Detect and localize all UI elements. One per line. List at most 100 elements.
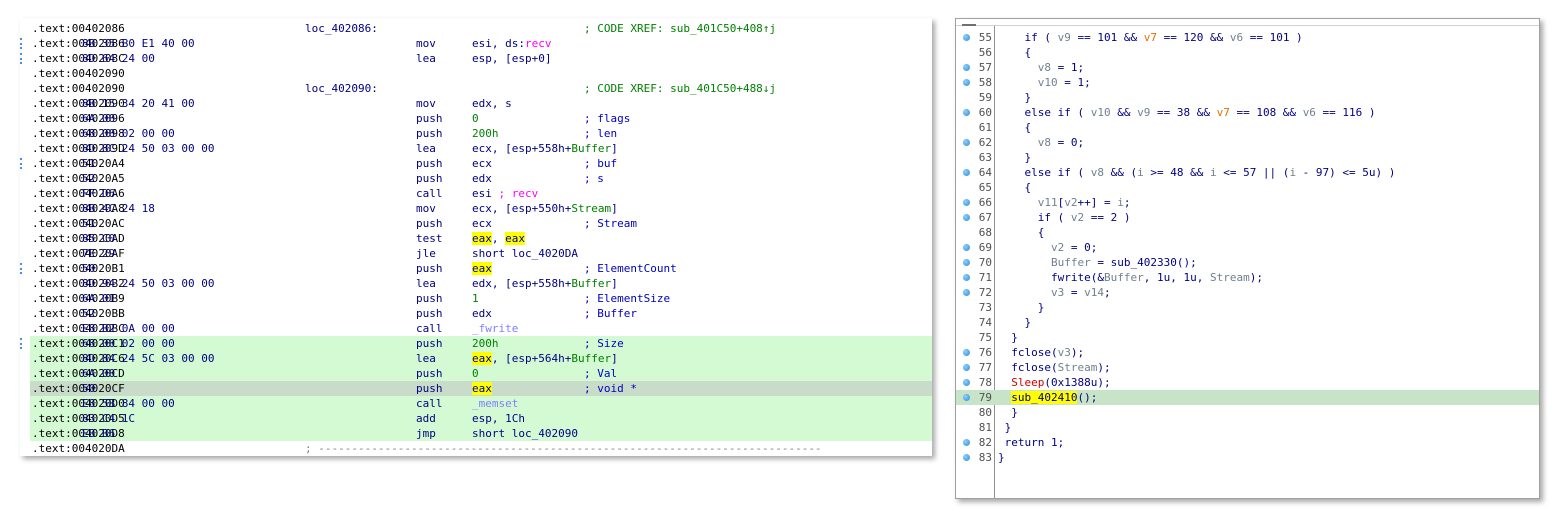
pseudocode-line[interactable]: 60 else if ( v10 && v9 == 38 && v7 == 10… — [956, 105, 1539, 120]
asm-mnemonic[interactable]: push — [416, 262, 443, 275]
asm-mnemonic[interactable]: jle — [416, 247, 436, 260]
pseudocode-line[interactable]: 67 if ( v2 == 2 ) — [956, 210, 1539, 225]
asm-address[interactable]: .text:004020B1 — [32, 262, 125, 275]
asm-address[interactable]: .text:004020AC — [32, 217, 125, 230]
asm-mnemonic[interactable]: push — [416, 127, 443, 140]
pseudocode-text[interactable]: v10 = 1; — [1037, 76, 1091, 89]
asm-mnemonic[interactable]: push — [416, 112, 443, 125]
asm-operands[interactable]: eax, eaxeax, eax — [472, 232, 525, 245]
breakpoint-dot-icon[interactable] — [963, 454, 970, 461]
pseudocode-text[interactable]: } — [998, 421, 1012, 434]
pseudocode-line[interactable]: 65 { — [956, 180, 1539, 195]
pseudocode-text[interactable]: sub_402410(); — [1011, 391, 1098, 404]
asm-address[interactable]: .text:0040208C — [32, 52, 125, 65]
pseudocode-text[interactable]: else if ( v10 && v9 == 38 && v7 == 108 &… — [998, 106, 1376, 119]
asm-mnemonic[interactable]: push — [416, 172, 443, 185]
pseudocode-text[interactable]: } — [998, 301, 1045, 314]
asm-operands[interactable]: esp, 1Chesp, 1Ch — [472, 412, 525, 425]
asm-address[interactable]: .text:004020CF — [32, 382, 125, 395]
asm-row[interactable]: .text:00402090 — [30, 66, 932, 81]
pseudocode-text[interactable]: fclose(v3); — [998, 346, 1085, 359]
asm-operands[interactable]: edxedx — [472, 307, 492, 320]
pseudocode-text[interactable]: { — [998, 121, 1032, 134]
pseudocode-line[interactable]: 57 v8 = 1; — [956, 60, 1539, 75]
pseudocode-text[interactable]: } — [998, 331, 1018, 344]
asm-address[interactable]: .text:00402086 — [32, 37, 125, 50]
asm-operands[interactable]: short loc_4020DAshort loc_4020DA — [472, 247, 578, 260]
asm-mnemonic[interactable]: push — [416, 307, 443, 320]
asm-operands[interactable]: edx, sedx, s — [472, 97, 512, 110]
asm-address[interactable]: .text:004020C6 — [32, 352, 125, 365]
asm-address[interactable]: .text:00402090 — [32, 82, 125, 95]
asm-address[interactable]: .text:004020CD — [32, 367, 125, 380]
asm-mnemonic[interactable]: push — [416, 157, 443, 170]
pseudocode-line[interactable]: 66 v11[v2++] = i; — [956, 195, 1539, 210]
pseudocode-text[interactable]: { — [998, 46, 1032, 59]
asm-mnemonic[interactable]: call — [416, 397, 443, 410]
asm-operands[interactable]: 1 — [472, 291, 479, 306]
asm-mnemonic[interactable]: mov — [416, 202, 436, 215]
asm-row[interactable]: .text:004020A552pushedxedx; s — [30, 171, 932, 186]
asm-address[interactable]: .text:004020A4 — [32, 157, 125, 170]
asm-address[interactable]: .text:004020B9 — [32, 292, 125, 305]
breakpoint-dot-icon[interactable] — [963, 379, 970, 386]
pseudocode-line[interactable]: 80 } — [956, 405, 1539, 420]
asm-operands[interactable]: ecx, [esp+550h+Stream]ecx, [esp+550h+Str… — [472, 202, 618, 215]
breakpoint-dot-icon[interactable] — [963, 109, 970, 116]
asm-address[interactable]: .text:004020AF — [32, 247, 125, 260]
pseudocode-line[interactable]: 79 sub_402410(); — [956, 390, 1539, 405]
asm-operands[interactable]: ecxecx — [472, 157, 492, 170]
pseudocode-text[interactable]: } — [998, 91, 1032, 104]
asm-label[interactable]: loc_402090: — [305, 82, 378, 95]
breakpoint-dot-icon[interactable] — [963, 139, 970, 146]
asm-operands[interactable]: ecx, [esp+558h+Buffer]ecx, [esp+558h+Buf… — [472, 142, 618, 155]
pseudocode-line[interactable]: 72 v3 = v14; — [956, 285, 1539, 300]
breakpoint-dot-icon[interactable] — [963, 349, 970, 356]
breakpoint-dot-icon[interactable] — [963, 259, 970, 266]
asm-operands[interactable]: esi esi ; recv — [472, 187, 539, 200]
asm-address[interactable]: .text:004020BC — [32, 322, 125, 335]
asm-operands[interactable]: 200h — [472, 126, 499, 141]
asm-address[interactable]: .text:004020A5 — [32, 172, 125, 185]
breakpoint-dot-icon[interactable] — [963, 289, 970, 296]
asm-mnemonic[interactable]: push — [416, 367, 443, 380]
pseudocode-text[interactable]: } — [998, 451, 1005, 464]
asm-mnemonic[interactable]: lea — [416, 52, 436, 65]
pseudocode-line[interactable]: 78 Sleep(0x1388u); — [956, 375, 1539, 390]
pseudocode-text[interactable]: if ( v9 == 101 && v7 == 120 && v6 == 101… — [998, 31, 1303, 44]
asm-address[interactable]: .text:00402090 — [32, 97, 125, 110]
pseudocode-text[interactable]: v2 = 0; — [1050, 241, 1098, 254]
pseudocode-text[interactable]: v11[v2++] = i; — [1037, 196, 1131, 209]
breakpoint-dot-icon[interactable] — [963, 439, 970, 446]
asm-address[interactable]: .text:004020AD — [32, 232, 125, 245]
breakpoint-dot-icon[interactable] — [963, 244, 970, 251]
pseudocode-text[interactable]: } — [998, 316, 1032, 329]
pseudocode-line[interactable]: 58 v10 = 1; — [956, 75, 1539, 90]
breakpoint-dot-icon[interactable] — [963, 169, 970, 176]
asm-address[interactable]: .text:004020C1 — [32, 337, 125, 350]
pseudocode-text[interactable]: { — [998, 181, 1032, 194]
pseudocode-line[interactable]: 76 fclose(v3); — [956, 345, 1539, 360]
pseudocode-line[interactable]: 63 } — [956, 150, 1539, 165]
pseudocode-text[interactable]: else if ( v8 && (i >= 48 && i <= 57 || (… — [998, 166, 1396, 179]
asm-label[interactable]: loc_402086: — [305, 22, 378, 35]
asm-address[interactable]: .text:00402098 — [32, 127, 125, 140]
pseudocode-line[interactable]: 68 { — [956, 225, 1539, 240]
asm-import-ref[interactable]: recv — [524, 37, 552, 50]
asm-mnemonic[interactable]: push — [416, 217, 443, 230]
asm-row[interactable]: .text:004020BB52pushedxedx; Buffer — [30, 306, 932, 321]
pseudocode-line[interactable]: 81 } — [956, 420, 1539, 435]
asm-mnemonic[interactable]: push — [416, 337, 443, 350]
asm-mnemonic[interactable]: mov — [416, 37, 436, 50]
